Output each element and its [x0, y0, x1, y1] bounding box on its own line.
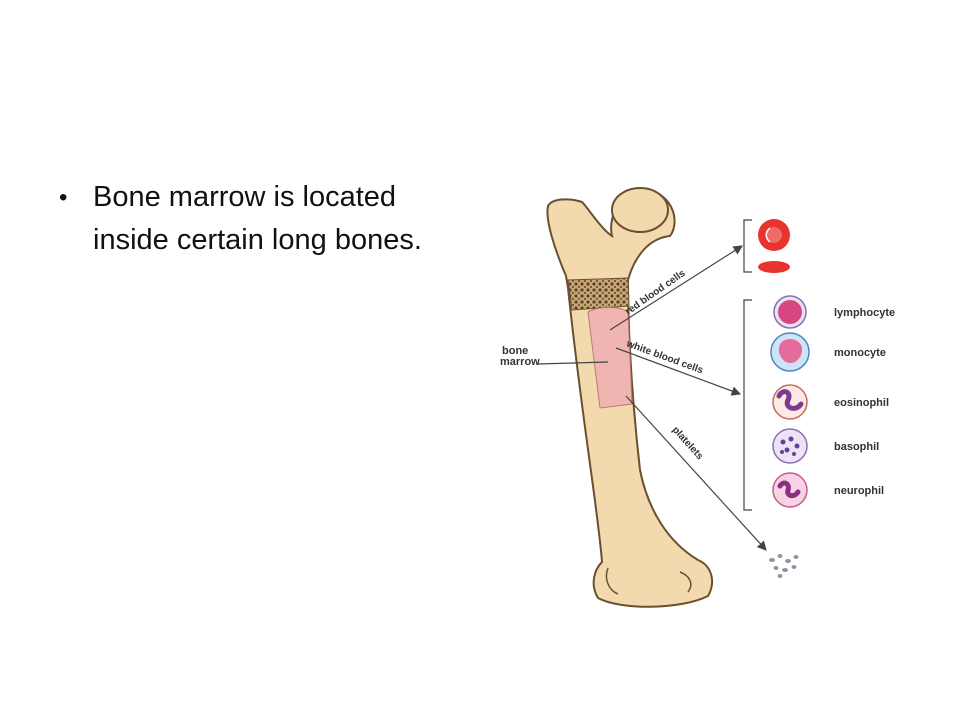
eosinophil-cell — [772, 384, 808, 420]
bullet-text: Bone marrow is located inside certain lo… — [93, 181, 422, 256]
bone-marrow-label-line2: marrow — [500, 356, 540, 368]
lymphocyte-label: lymphocyte — [834, 307, 895, 319]
red-cells-bracket — [743, 219, 752, 273]
white-blood-cells-arrow — [615, 347, 742, 396]
lymphocyte-cell — [773, 295, 807, 329]
bullet-list: • Bone marrow is located inside certain … — [55, 176, 465, 262]
neutrophil-cell — [772, 472, 808, 508]
red-blood-cell-round — [758, 219, 790, 251]
monocyte-cell — [770, 332, 810, 372]
platelets-cluster — [769, 554, 799, 578]
bone-marrow-label: bone marrow — [500, 345, 540, 368]
marrow-cavity-shape — [587, 307, 633, 409]
basophil-label: basophil — [834, 441, 879, 453]
bone-marrow-diagram: bone marrow red blood cells white blood … — [500, 187, 895, 608]
eosinophil-label: eosinophil — [834, 397, 889, 409]
white-cells-bracket — [743, 299, 752, 511]
bone-marrow-label-line1: bone — [502, 345, 528, 357]
platelets-label: platelets — [670, 425, 706, 463]
neurophil-label: neurophil — [834, 485, 884, 497]
platelets-arrow — [625, 395, 767, 551]
bone-marrow-pointer-line — [537, 361, 609, 365]
red-blood-cells-label: red blood cells — [623, 268, 687, 318]
femoral-head-shape — [611, 187, 669, 233]
bullet-dot-icon: • — [59, 184, 68, 211]
basophil-cell — [772, 428, 808, 464]
spongy-bone-shape — [567, 277, 630, 311]
condyle-detail-shape — [605, 567, 692, 595]
monocyte-label: monocyte — [834, 347, 886, 359]
white-blood-cells-label: white blood cells — [624, 338, 705, 376]
red-blood-cells-arrow — [609, 245, 744, 331]
bullet-item: • Bone marrow is located inside certain … — [55, 176, 465, 262]
red-blood-cell-side — [758, 261, 790, 273]
